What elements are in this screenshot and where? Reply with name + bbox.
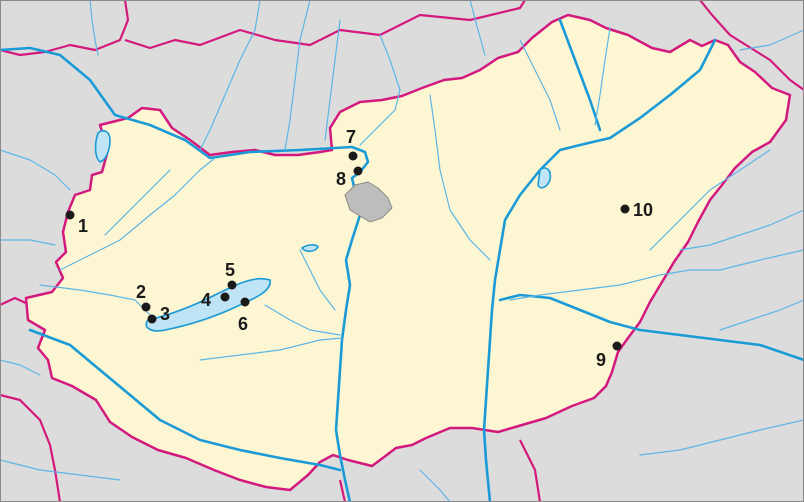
marker-dot-2 xyxy=(141,302,151,312)
river-tisza-north xyxy=(558,18,602,132)
lake-velence xyxy=(300,244,319,253)
stream-croatia xyxy=(0,459,121,481)
marker-dot-5 xyxy=(227,280,237,290)
marker-dot-4 xyxy=(220,292,230,302)
lake-balaton xyxy=(145,277,271,332)
border-austria-czech xyxy=(0,0,130,57)
marker-label-5: 5 xyxy=(225,260,235,280)
stream-romania-2 xyxy=(719,299,804,331)
marker-7: 7 xyxy=(346,127,358,161)
lake-tisza xyxy=(537,167,552,189)
marker-dot-7 xyxy=(348,151,358,161)
stream-zagyva xyxy=(429,94,491,261)
marker-label-1: 1 xyxy=(78,216,88,236)
stream-vah xyxy=(199,0,261,151)
stream-koros-2 xyxy=(679,209,804,251)
stream-slovenia xyxy=(0,359,41,376)
lake-neusiedl xyxy=(94,130,111,163)
marker-10: 10 xyxy=(620,200,653,220)
stream-austria xyxy=(0,149,71,191)
border-slovakia-north xyxy=(124,0,526,50)
marker-1: 1 xyxy=(65,210,88,236)
stream-ipoly xyxy=(359,34,401,146)
marker-label-9: 9 xyxy=(596,350,606,370)
marker-9: 9 xyxy=(596,341,622,370)
stream-morava xyxy=(89,0,99,56)
border-croatia-south xyxy=(0,393,62,502)
marker-label-2: 2 xyxy=(136,282,146,302)
stream-hron xyxy=(324,19,341,141)
lakes xyxy=(94,130,552,332)
stream-zala xyxy=(39,284,151,316)
marker-dot-6 xyxy=(240,297,250,307)
river-maros xyxy=(498,293,804,362)
stream-romania-1 xyxy=(639,419,804,456)
marker-3: 3 xyxy=(147,304,170,324)
marker-label-6: 6 xyxy=(238,314,248,334)
marker-label-4: 4 xyxy=(201,290,211,310)
budapest-area xyxy=(344,181,393,223)
stream-austria-2 xyxy=(0,239,56,246)
marker-6: 6 xyxy=(238,297,250,334)
stream-nitra xyxy=(284,0,311,151)
stream-serbia xyxy=(419,469,451,502)
border-serbia-croatia xyxy=(338,479,347,502)
stream-kapos xyxy=(199,337,343,361)
stream-sajo xyxy=(519,39,561,131)
stream-koros-1 xyxy=(509,249,804,301)
stream-berettyo xyxy=(649,149,771,251)
stream-marcal xyxy=(104,169,171,236)
stream-raba xyxy=(59,157,216,271)
marker-dot-10 xyxy=(620,204,630,214)
marker-dot-8 xyxy=(353,166,363,176)
marker-label-8: 8 xyxy=(336,169,346,189)
stream-sarviz xyxy=(299,249,336,311)
marker-label-10: 10 xyxy=(633,200,653,220)
marker-dot-1 xyxy=(65,210,75,220)
marker-4: 4 xyxy=(201,290,230,310)
marker-5: 5 xyxy=(225,260,237,290)
marker-2: 2 xyxy=(136,282,151,312)
border-ukraine xyxy=(699,0,804,91)
marker-label-3: 3 xyxy=(160,304,170,324)
stream-ukraine xyxy=(739,29,804,51)
river-tisza xyxy=(482,38,717,502)
stream-hernad xyxy=(594,27,611,126)
river-drava xyxy=(28,328,342,472)
border-serbia-romania xyxy=(519,439,542,502)
marker-dot-3 xyxy=(147,314,157,324)
stream-slovak-east xyxy=(469,0,486,56)
marker-label-7: 7 xyxy=(346,127,356,147)
marker-8: 8 xyxy=(336,166,363,189)
marker-dot-9 xyxy=(612,341,622,351)
hungary-country xyxy=(24,13,792,492)
stream-sio xyxy=(264,304,341,336)
